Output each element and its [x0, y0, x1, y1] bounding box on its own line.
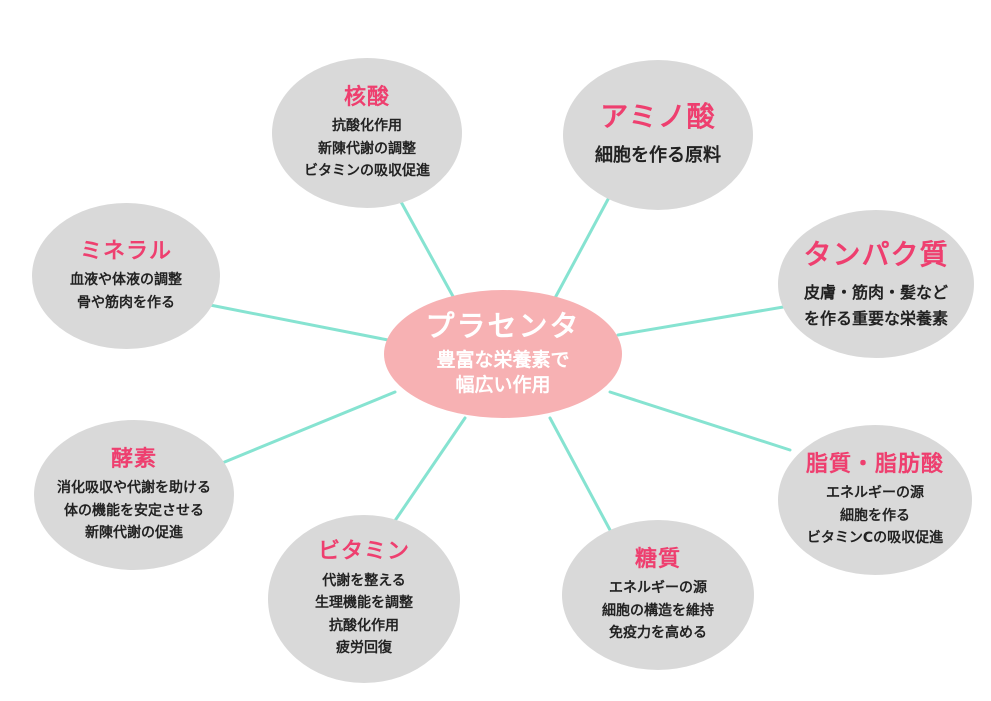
node-title: 核酸	[343, 84, 390, 110]
node-text: 消化吸収や代謝を助ける	[57, 480, 211, 497]
node-text: エネルギーの源	[609, 580, 707, 597]
node-text: 皮膚・筋肉・髪など	[803, 282, 948, 302]
node-enzyme: 酵素 消化吸収や代謝を助ける 体の機能を安定させる 新陳代謝の促進	[34, 420, 234, 570]
node-text: 細胞の構造を維持	[602, 602, 714, 619]
node-title: ミネラル	[79, 238, 172, 264]
center-node-placenta: プラセンタ 豊富な栄養素で 幅広い作用	[384, 290, 622, 418]
node-text: 抗酸化作用	[329, 617, 399, 634]
node-text: 生理機能を調整	[315, 595, 413, 612]
node-text: 抗酸化作用	[332, 118, 402, 135]
node-text: エネルギーの源	[826, 485, 924, 502]
node-lipid: 脂質・脂肪酸 エネルギーの源 細胞を作る ビタミンCの吸収促進	[778, 425, 972, 575]
node-title: アミノ酸	[600, 100, 716, 134]
node-text: ビタミンの吸収促進	[304, 162, 430, 179]
node-vitamin: ビタミン 代謝を整える 生理機能を調整 抗酸化作用 疲労回復	[268, 515, 460, 683]
node-text: 血液や体液の調整	[70, 272, 182, 289]
connector-enzyme	[208, 390, 397, 470]
connector-lipid	[608, 390, 792, 452]
node-amino: アミノ酸 細胞を作る原料	[563, 60, 753, 210]
node-text: 細胞を作る原料	[595, 145, 721, 167]
node-protein: タンパク質 皮膚・筋肉・髪など を作る重要な栄養素	[778, 210, 974, 358]
node-text: 免疫力を高める	[609, 624, 707, 641]
node-sugar: 糖質 エネルギーの源 細胞の構造を維持 免疫力を高める	[562, 520, 754, 670]
node-text: 体の機能を安定させる	[64, 502, 204, 519]
node-kakusan: 核酸 抗酸化作用 新陳代謝の調整 ビタミンの吸収促進	[272, 58, 462, 208]
center-title: プラセンタ	[425, 308, 581, 343]
connector-vitamin	[388, 416, 467, 530]
center-text: 豊富な栄養素で	[436, 348, 570, 371]
connector-amino	[553, 188, 615, 300]
node-title: 酵素	[110, 446, 157, 472]
node-text: を作る重要な栄養素	[803, 308, 948, 328]
connectors	[208, 188, 797, 532]
node-text: 新陳代謝の促進	[85, 524, 183, 541]
connector-kakusan	[398, 198, 457, 302]
node-title: ビタミン	[317, 539, 410, 565]
node-text: 代謝を整える	[322, 572, 406, 589]
node-title: 脂質・脂肪酸	[805, 451, 944, 477]
connector-mineral	[208, 303, 390, 342]
node-text: ビタミンCの吸収促進	[806, 529, 944, 546]
node-title: タンパク質	[803, 237, 949, 271]
node-text: 新陳代謝の調整	[318, 140, 416, 157]
center-text: 幅広い作用	[455, 374, 551, 397]
node-text: 疲労回復	[336, 640, 392, 657]
node-title: 糖質	[634, 546, 681, 572]
connector-protein	[616, 303, 797, 337]
node-mineral: ミネラル 血液や体液の調整 骨や筋肉を作る	[32, 203, 220, 349]
connector-sugar	[548, 416, 612, 532]
node-text: 細胞を作る	[840, 507, 910, 524]
node-text: 骨や筋肉を作る	[77, 294, 175, 311]
